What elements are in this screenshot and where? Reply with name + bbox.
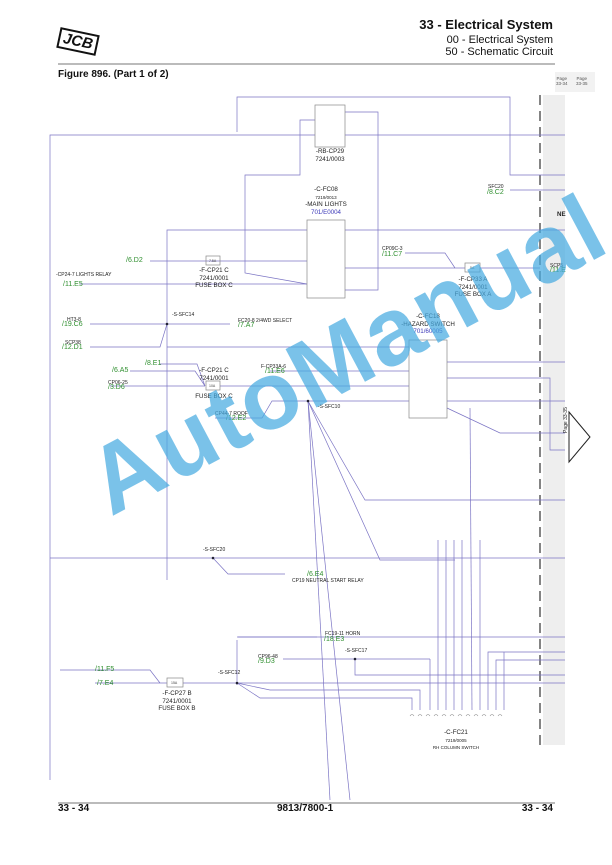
- cp24-relay-label: -CP24-7 LIGHTS RELAY: [56, 272, 112, 278]
- fuse-box-c-label: FUSE BOX C: [195, 393, 233, 400]
- cp09c-label: CP09C-3: [382, 246, 403, 252]
- junction-dots: [165, 322, 357, 685]
- ref-link[interactable]: /11.E: [550, 267, 566, 274]
- tab-label: Page: [576, 76, 588, 81]
- continuation-strip: [543, 95, 565, 745]
- sfc10-label: -S-SFC10: [318, 404, 341, 410]
- fuse-rating: 10A: [209, 384, 216, 388]
- fuse-rating: 7.5A: [209, 259, 217, 263]
- fuse-rating: 15A: [171, 681, 178, 685]
- sfc17-label: -S-SFC17: [345, 648, 368, 654]
- ref-link[interactable]: /12.D1: [62, 344, 83, 351]
- ref-link[interactable]: /12.E2: [226, 415, 247, 422]
- ref-link[interactable]: /18.E3: [324, 636, 345, 643]
- footer-page-right: 33 - 34: [521, 803, 553, 814]
- cp19-label: CP19 NEUTRAL START RELAY: [292, 578, 364, 584]
- ref-link[interactable]: /7.E4: [97, 680, 114, 687]
- ref-link[interactable]: /11.E6: [265, 368, 285, 375]
- ref-link[interactable]: /3.D6: [108, 384, 125, 391]
- scp-label: SCP5: [550, 263, 564, 269]
- cp96-label: CP96-48: [258, 654, 278, 660]
- figure-caption: Figure 896. (Part 1 of 2): [58, 69, 169, 80]
- footer-doc-number: 9813/7800-1: [277, 803, 334, 814]
- ref-link[interactable]: /6.A5: [112, 367, 129, 374]
- fc20-label: FC20-8 2/4WD SELECT: [238, 318, 293, 324]
- component-boxes: [166, 104, 481, 688]
- ref-link[interactable]: /7.A7: [238, 322, 255, 329]
- ref-link[interactable]: /11.C7: [382, 251, 403, 258]
- ref-link[interactable]: /11.F5: [95, 666, 115, 673]
- tab-num: 33-35: [576, 81, 588, 86]
- page-tab-bg: [555, 72, 595, 92]
- page-continuation-link[interactable]: Page 33-35: [563, 407, 569, 433]
- page-continuation-arrow: [568, 410, 591, 464]
- ref-link[interactable]: /19.C6: [62, 321, 83, 328]
- ref-link[interactable]: /8.E1: [145, 360, 162, 367]
- footer-page-left: 33 - 34: [58, 803, 90, 814]
- ref-link[interactable]: /9.D3: [258, 658, 275, 665]
- section-subtitle: 00 - Electrical System: [446, 34, 553, 46]
- fc19-label: FC19-11 HORN: [325, 631, 361, 637]
- sfc20-splice-label: -S-SFC20: [203, 547, 226, 553]
- sfc12-label: -S-SFC12: [218, 670, 241, 676]
- cp44-label: CP44-7 ROOF: [215, 411, 248, 417]
- c-fc21-pins: [409, 714, 503, 717]
- ne-label: NE: [557, 211, 566, 218]
- ht3-label: HT3-8: [67, 317, 81, 323]
- scp38-label: SCP38: [65, 340, 81, 346]
- tab-label: Page: [556, 76, 568, 81]
- section-title: 33 - Electrical System: [419, 17, 553, 32]
- ref-link[interactable]: /6.E4: [307, 571, 324, 578]
- cp06-label: CP06-25: [108, 380, 128, 386]
- ref-link[interactable]: /6.D2: [126, 257, 143, 264]
- tab-num: 33-34: [556, 81, 568, 86]
- ref-link[interactable]: /11.E5: [63, 281, 83, 288]
- sfc20-label: SFC20: [488, 184, 504, 190]
- ref-link[interactable]: /8.C2: [487, 189, 504, 196]
- header-rules: [58, 63, 555, 804]
- wires: [49, 96, 565, 801]
- fuse-rating: 5A: [470, 266, 475, 270]
- section-subtitle-2: 50 - Schematic Circuit: [445, 46, 553, 58]
- sfc14-label: -S-SFC14: [172, 312, 195, 318]
- fcp33a6-label: F-CP33A-6: [261, 364, 287, 370]
